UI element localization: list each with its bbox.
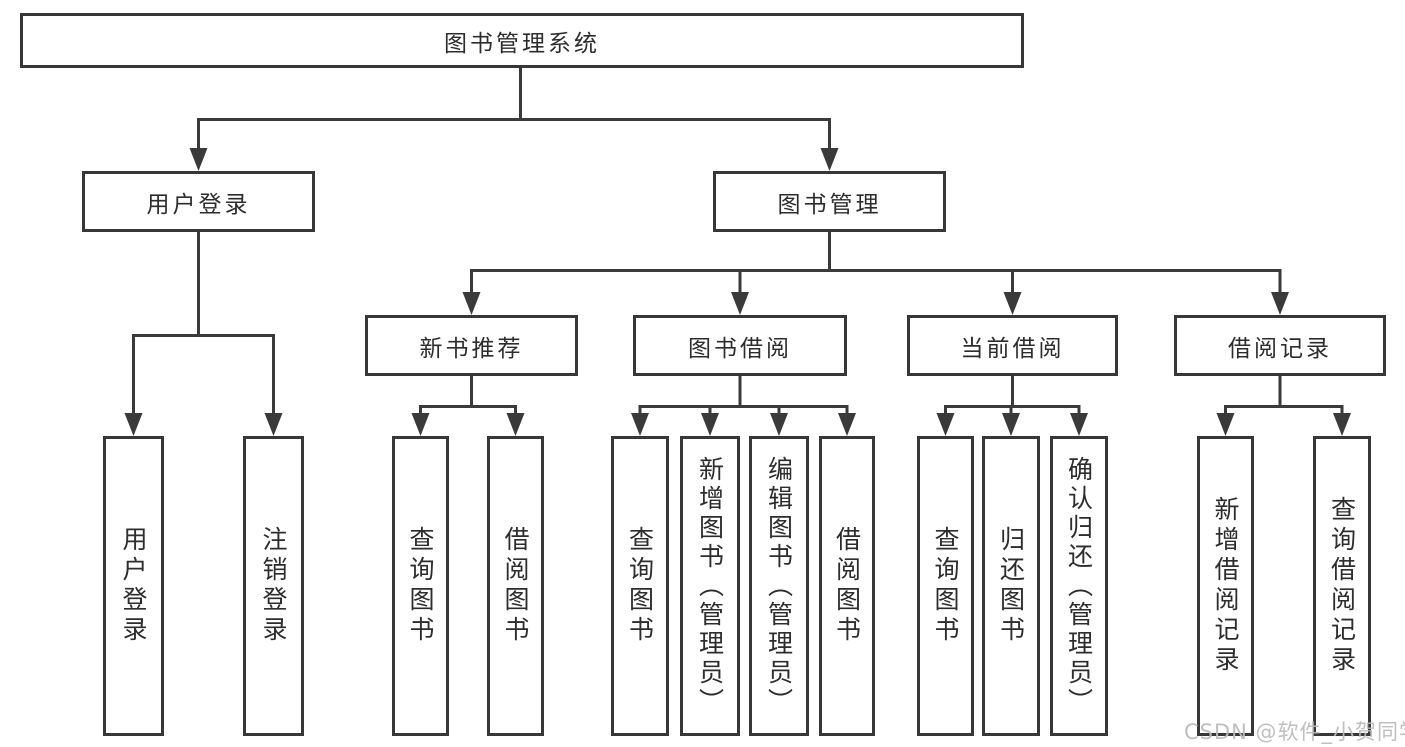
arrow-down-icon [506,413,525,436]
arrow-down-icon [631,413,649,436]
leaf-query-borrow-record: 查询借阅记录 [1313,436,1371,736]
leaf-confirm-return-admin: 确认归还（管理员） [1050,436,1108,736]
leaf-query-books-borrow: 查询图书 [611,436,669,736]
arrow-down-icon [1003,292,1022,315]
leaf-user-login: 用户登录 [103,436,164,736]
node-label: 查询借阅记录 [1327,496,1357,676]
leaf-query-books-current: 查询图书 [917,436,974,736]
node-current-borrow: 当前借阅 [907,315,1118,376]
node-borrow-records: 借阅记录 [1174,315,1386,376]
connector-root-rail [197,118,831,150]
connector-book-mgmt-rail [470,269,1282,294]
leaf-add-borrow-record: 新增借阅记录 [1197,436,1254,736]
arrow-down-icon [936,413,955,436]
arrow-down-icon [1333,413,1351,436]
arrow-down-icon [1070,413,1088,436]
arrow-down-icon [820,148,839,171]
connector-borrow-records-rail [1224,405,1344,414]
arrow-down-icon [264,413,283,436]
node-label: 新书推荐 [419,335,524,362]
node-label: 用户登录 [119,526,148,646]
node-label: 确认归还（管理员） [1064,455,1094,717]
node-book-management: 图书管理 [713,171,946,232]
node-label: 借阅记录 [1228,335,1332,362]
arrow-down-icon [411,413,430,436]
arrow-down-icon [1002,413,1020,436]
arrow-down-icon [462,292,481,315]
node-user-login: 用户登录 [82,171,315,232]
watermark: CSDN @软件_小贺同学 [1184,720,1405,744]
node-label: 归还图书 [996,526,1026,646]
node-label: 新增借阅记录 [1211,496,1240,676]
node-label: 借阅图书 [501,526,530,646]
node-label: 图书管理系统 [444,30,600,57]
arrow-down-icon [1216,413,1235,436]
leaf-logout: 注销登录 [243,436,304,736]
connector-new-book-rail [419,405,517,414]
arrow-down-icon [124,413,143,436]
node-label: 查询图书 [625,526,655,646]
arrow-down-icon [1271,292,1289,315]
leaf-return-books: 归还图书 [982,436,1040,736]
node-label: 编辑图书（管理员） [764,455,794,717]
arrow-down-icon [731,292,749,315]
arrow-down-icon [838,413,856,436]
leaf-add-books-admin: 新增图书（管理员） [680,436,740,736]
node-book-borrow: 图书借阅 [633,315,847,376]
node-label: 借阅图书 [832,526,862,646]
node-label: 当前借阅 [960,335,1065,362]
node-label: 注销登录 [259,526,288,646]
arrow-down-icon [189,148,208,171]
node-label: 图书借阅 [688,335,792,362]
arrow-down-icon [701,413,719,436]
leaf-borrow-books: 借阅图书 [819,436,875,736]
node-new-book-recommend: 新书推荐 [365,315,578,376]
node-label: 查询图书 [406,526,435,646]
connector-user-login-rail [132,334,275,414]
node-label: 查询图书 [931,526,960,646]
leaf-edit-books-admin: 编辑图书（管理员） [749,436,809,736]
leaf-query-books-recommend: 查询图书 [392,436,449,736]
node-label: 图书管理 [777,191,882,218]
node-root-system: 图书管理系统 [20,13,1024,68]
node-label: 新增图书（管理员） [695,455,725,717]
node-label: 用户登录 [146,191,251,218]
leaf-borrow-books-recommend: 借阅图书 [487,436,544,736]
arrow-down-icon [770,413,788,436]
connector-book-borrow-rail [638,405,849,414]
